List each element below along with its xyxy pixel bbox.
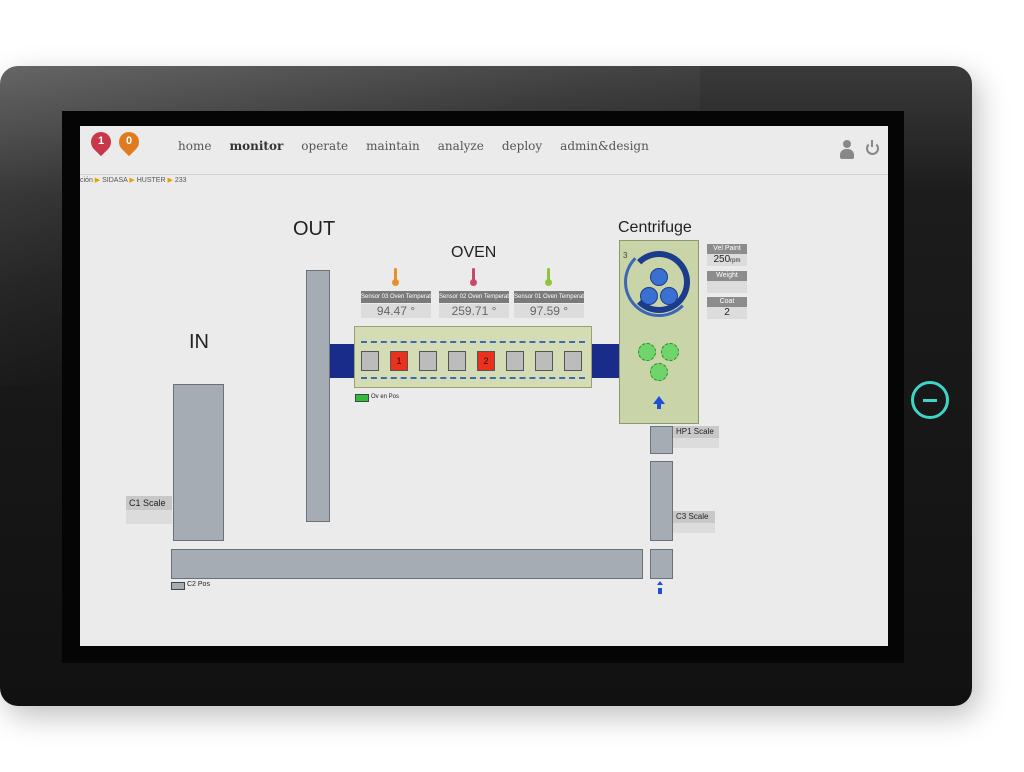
c2-conveyor[interactable] (171, 549, 643, 579)
oven-cell[interactable]: 1 (390, 351, 408, 371)
breadcrumb: ción ▶ SIDASA ▶ HUSTER ▶ 233 (80, 176, 187, 184)
breadcrumb-separator: ▶ (167, 177, 173, 184)
out-conveyor[interactable] (306, 270, 330, 522)
oven-cell[interactable] (361, 351, 379, 371)
alarm-badge-red-count: 1 (97, 135, 105, 147)
up-arrow-icon[interactable] (653, 396, 665, 409)
c2-pos-label: C2 Pos (187, 581, 210, 588)
vel-paint-unit: rpm (730, 258, 741, 264)
oven-pos-label: Ov en Pos (371, 394, 400, 400)
breadcrumb-separator: ▶ (129, 177, 135, 184)
hp1-scale-tag: HP1 Scale (673, 426, 719, 438)
rotation-arrows-icon (628, 251, 690, 313)
nav-analyze[interactable]: analyze (437, 139, 484, 153)
in-conveyor[interactable] (173, 384, 224, 541)
user-icon-body (840, 149, 854, 159)
oven-cell[interactable] (564, 351, 582, 371)
thermometer-icon (545, 268, 552, 286)
c1-scale-value (126, 510, 172, 524)
oven-label: OVEN (451, 244, 497, 261)
sensor-03-value: 94.47 ° (361, 304, 431, 318)
sensor-02-title: Sensor 02 Oven Temperature (439, 291, 509, 303)
thermometer-icon (470, 268, 477, 286)
sensor-02-value: 259.71 ° (439, 304, 509, 318)
hp1-conveyor[interactable] (650, 426, 673, 454)
sensor-03-title: Sensor 03 Oven Temperature (361, 291, 431, 303)
c2-pos-indicator (171, 582, 185, 590)
coat-label: Coat (707, 297, 747, 307)
weight-value (707, 281, 747, 293)
centrifuge-label: Centrifuge (618, 219, 692, 236)
hmi-screen: 1 0 home monitor operate maintain analyz… (80, 126, 888, 646)
c1-scale-tag: C1 Scale (126, 496, 172, 510)
oven-dash-top (361, 341, 585, 343)
nav-deploy[interactable]: deploy (501, 139, 543, 153)
nav-maintain[interactable]: maintain (366, 139, 420, 153)
breadcrumb-item[interactable]: ción (80, 177, 93, 184)
vel-paint-label: Vel Paint (707, 244, 747, 254)
sensor-01-title: Sensor 01 Oven Temperature (514, 291, 584, 303)
oven-cell[interactable] (419, 351, 437, 371)
breadcrumb-item[interactable]: SIDASA (102, 177, 128, 184)
thermometer-icon (392, 268, 399, 286)
weight-label: Weight (707, 271, 747, 281)
oven-cell[interactable] (506, 351, 524, 371)
rotation-ring-icon (624, 247, 694, 317)
oven-belt-in (330, 344, 354, 378)
top-navbar: 1 0 home monitor operate maintain analyz… (80, 126, 888, 175)
nav-admin-design[interactable]: admin&design (560, 139, 649, 153)
breadcrumb-item[interactable]: HUSTER (136, 177, 166, 184)
centrifuge-small-number: 3 (623, 251, 628, 260)
alarm-badge-orange-count: 0 (125, 135, 133, 147)
oven-dash-bottom (361, 377, 585, 379)
vel-paint-number: 250 (713, 254, 731, 265)
breadcrumb-item[interactable]: 233 (174, 177, 187, 184)
coat-value: 2 (707, 307, 747, 319)
nav-monitor[interactable]: monitor (229, 139, 284, 153)
hp1-scale-value (673, 438, 719, 448)
power-icon[interactable] (866, 140, 879, 155)
centrifuge-unit[interactable]: 3 (619, 240, 699, 424)
centrifuge-basket (650, 363, 668, 381)
vel-paint-value: 250rpm (707, 254, 747, 266)
user-icon[interactable] (840, 140, 854, 160)
transfer-conveyor[interactable] (650, 549, 673, 579)
c3-conveyor[interactable] (650, 461, 673, 541)
oven-pos-indicator (355, 394, 369, 402)
centrifuge-drum (650, 268, 668, 286)
tablet-home-button[interactable] (911, 381, 949, 419)
c3-scale-value (673, 523, 715, 533)
nav-operate[interactable]: operate (301, 139, 349, 153)
out-label: OUT (293, 218, 336, 240)
centrifuge-basket (661, 343, 679, 361)
up-arrow-icon[interactable] (657, 581, 663, 594)
oven-cell[interactable] (448, 351, 466, 371)
main-nav: home monitor operate maintain analyze de… (178, 139, 649, 153)
oven-cell[interactable] (535, 351, 553, 371)
nav-home[interactable]: home (178, 139, 212, 153)
sensor-01-value: 97.59 ° (514, 304, 584, 318)
c3-scale-tag: C3 Scale (673, 511, 715, 523)
centrifuge-drum (660, 287, 678, 305)
centrifuge-basket (638, 343, 656, 361)
breadcrumb-separator: ▶ (94, 177, 101, 184)
oven-cell[interactable]: 2 (477, 351, 495, 371)
user-icon-head (843, 140, 851, 148)
in-label: IN (189, 331, 209, 353)
oven-belt-out (592, 344, 619, 378)
centrifuge-drum (640, 287, 658, 305)
